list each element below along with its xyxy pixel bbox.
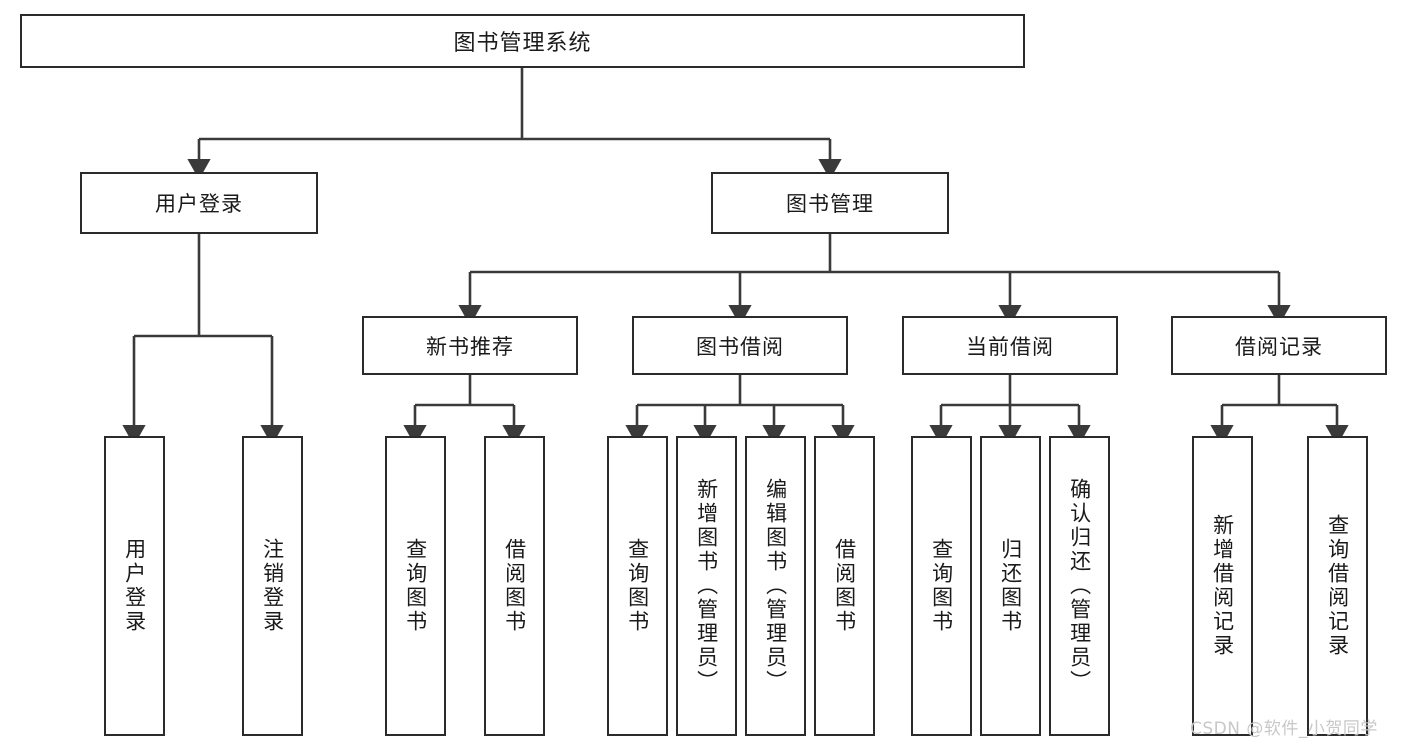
leaf-query-borrow-record-label: 查询借阅记录 — [1325, 514, 1350, 658]
leaf-query-book-new-label: 查询图书 — [403, 538, 428, 634]
node-user-login-label: 用户登录 — [155, 192, 243, 216]
node-borrow-record-label: 借阅记录 — [1235, 334, 1323, 359]
node-user-login[interactable]: 用户登录 — [80, 172, 318, 234]
leaf-return-book[interactable]: 归还图书 — [980, 436, 1041, 736]
leaf-query-book-borrow[interactable]: 查询图书 — [607, 436, 668, 736]
leaf-borrow-book-new[interactable]: 借阅图书 — [484, 436, 545, 736]
leaf-return-book-label: 归还图书 — [998, 538, 1023, 634]
node-current-borrow-label: 当前借阅 — [966, 334, 1054, 359]
leaf-confirm-return-admin[interactable]: 确认归还（管理员） — [1049, 436, 1110, 736]
leaf-add-book-admin[interactable]: 新增图书（管理员） — [676, 436, 737, 736]
leaf-edit-book-admin[interactable]: 编辑图书（管理员） — [745, 436, 806, 736]
leaf-borrow-book-new-label: 借阅图书 — [502, 538, 527, 634]
node-root-label: 图书管理系统 — [453, 31, 592, 56]
leaf-user-login-label: 用户登录 — [122, 538, 147, 634]
node-book-management-label: 图书管理 — [786, 192, 874, 216]
leaf-add-book-admin-label: 新增图书（管理员） — [694, 478, 719, 694]
csdn-watermark: CSDN @软件_小贺同学 — [1190, 719, 1378, 739]
leaf-confirm-return-admin-label: 确认归还（管理员） — [1067, 478, 1092, 694]
node-new-book-recommend-label: 新书推荐 — [426, 334, 514, 359]
leaf-logout-label: 注销登录 — [260, 538, 285, 634]
leaf-edit-book-admin-label: 编辑图书（管理员） — [763, 478, 788, 694]
node-book-borrow-label: 图书借阅 — [696, 334, 784, 359]
leaf-query-borrow-record[interactable]: 查询借阅记录 — [1307, 436, 1368, 736]
leaf-user-login[interactable]: 用户登录 — [104, 436, 165, 736]
leaf-query-book-new[interactable]: 查询图书 — [385, 436, 446, 736]
leaf-borrow-book[interactable]: 借阅图书 — [814, 436, 875, 736]
node-book-management[interactable]: 图书管理 — [711, 172, 949, 234]
leaf-query-book-borrow-label: 查询图书 — [625, 538, 650, 634]
leaf-query-book-current-label: 查询图书 — [929, 538, 954, 634]
node-current-borrow[interactable]: 当前借阅 — [902, 316, 1118, 375]
node-root[interactable]: 图书管理系统 — [20, 14, 1025, 68]
node-borrow-record[interactable]: 借阅记录 — [1171, 316, 1387, 375]
leaf-query-book-current[interactable]: 查询图书 — [911, 436, 972, 736]
leaf-borrow-book-label: 借阅图书 — [832, 538, 857, 634]
node-new-book-recommend[interactable]: 新书推荐 — [362, 316, 578, 375]
node-book-borrow[interactable]: 图书借阅 — [632, 316, 848, 375]
leaf-logout[interactable]: 注销登录 — [242, 436, 303, 736]
leaf-add-borrow-record-label: 新增借阅记录 — [1210, 514, 1235, 658]
leaf-add-borrow-record[interactable]: 新增借阅记录 — [1192, 436, 1253, 736]
